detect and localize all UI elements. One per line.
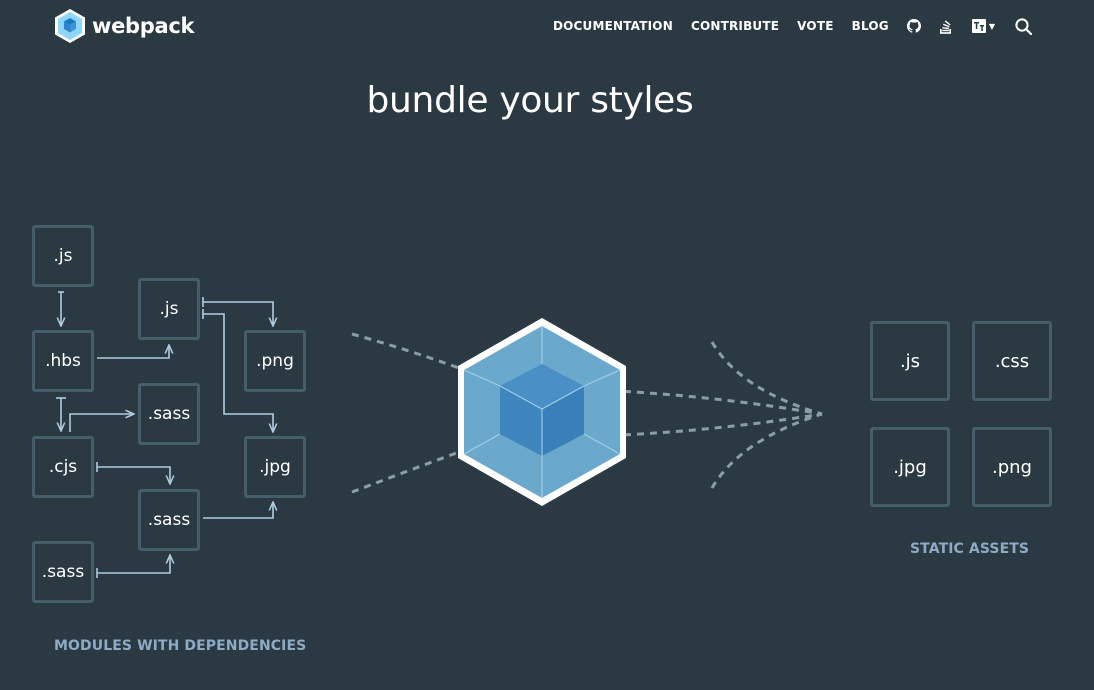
webpack-cube-icon bbox=[458, 318, 626, 506]
output-flow-lines bbox=[597, 341, 823, 489]
module-box-js-2: .js bbox=[138, 278, 200, 340]
asset-box-css: .css bbox=[972, 321, 1052, 401]
asset-box-js: .js bbox=[870, 321, 950, 401]
nav-blog[interactable]: BLOG bbox=[851, 19, 889, 33]
dependency-arrows bbox=[56, 291, 273, 578]
asset-box-png: .png bbox=[972, 427, 1052, 507]
module-box-hbs: .hbs bbox=[32, 330, 94, 392]
nav-contribute[interactable]: CONTRIBUTE bbox=[690, 19, 780, 33]
module-box-jpg: .jpg bbox=[244, 436, 306, 498]
language-icon bbox=[971, 19, 986, 33]
language-selector[interactable]: ▼ bbox=[971, 19, 995, 33]
nav-documentation[interactable]: DOCUMENTATION bbox=[552, 19, 673, 33]
module-box-png: .png bbox=[244, 330, 306, 392]
module-box-sass-2: .sass bbox=[138, 489, 200, 551]
asset-box-jpg: .jpg bbox=[870, 427, 950, 507]
assets-caption: STATIC ASSETS bbox=[910, 541, 1030, 557]
module-box-sass: .sass bbox=[138, 383, 200, 445]
webpack-logo[interactable]: webpack bbox=[54, 8, 195, 44]
modules-caption: MODULES WITH DEPENDENCIES bbox=[54, 638, 307, 654]
github-icon[interactable] bbox=[906, 19, 921, 33]
search-icon[interactable] bbox=[1015, 17, 1032, 35]
webpack-cube-icon bbox=[55, 9, 85, 43]
caret-down-icon: ▼ bbox=[988, 21, 995, 31]
page-title: bundle your styles bbox=[366, 80, 694, 121]
module-box-js: .js bbox=[32, 225, 94, 287]
input-flow-lines bbox=[351, 332, 471, 494]
module-box-cjs: .cjs bbox=[32, 436, 94, 498]
site-header: webpack DOCUMENTATION CONTRIBUTE VOTE BL… bbox=[0, 0, 1094, 52]
stackoverflow-icon[interactable] bbox=[939, 19, 952, 34]
logo-text: webpack bbox=[92, 14, 195, 38]
module-box-sass-3: .sass bbox=[32, 541, 94, 603]
top-nav: DOCUMENTATION CONTRIBUTE VOTE BLOG bbox=[535, 16, 1032, 36]
nav-vote[interactable]: VOTE bbox=[797, 19, 834, 33]
